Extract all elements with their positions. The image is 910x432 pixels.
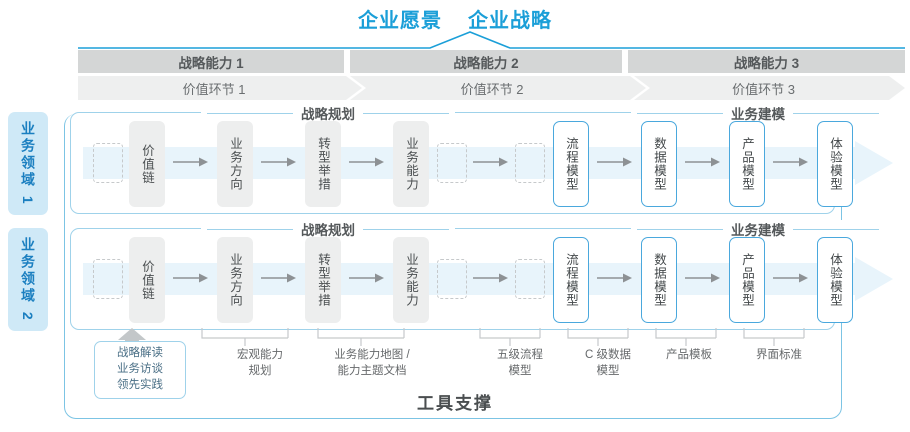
value-stage-1: 价值环节 1 [78,76,362,100]
arrow-icon [685,157,720,167]
placeholder-box-mid-a-2 [437,259,467,299]
annotation-interface-standard: 界面标准 [756,349,802,361]
value-stage-2: 价值环节 2 [350,76,646,100]
rule-right-icon [793,228,879,230]
placeholder-box-mid-b-2 [515,259,545,299]
enterprise-vision-title: 企业愿景 [358,10,442,32]
enterprise-strategy-title: 企业战略 [468,10,552,32]
section-caption-modeling-2: 业务建模 [631,220,885,238]
value-stage-chevrons: 价值环节 1 价值环节 2 价值环节 3 [78,76,905,100]
node-product-model-1[interactable]: 产品模型 [729,121,765,207]
value-stage-2-label: 价值环节 2 [460,81,524,97]
placeholder-box-start-2 [93,259,123,299]
sidebar-item-business-domain-2: 业务领域 2 [8,228,48,331]
value-stage-1-label: 价值环节 1 [182,81,246,97]
node-transformation-measures-2[interactable]: 转型举措 [305,237,341,323]
arrow-icon [773,157,808,167]
annotation-five-level-process-model: 五级流程 模型 [497,349,543,377]
arrow-icon [261,273,296,283]
sidebar-item-business-domain-1: 业务领域 1 [8,112,48,215]
annotation-box-strategy-interpretation: 战略解读 业务访谈 领先实践 [94,341,186,399]
strategic-capability-bars: 战略能力 1 战略能力 2 战略能力 3 [78,50,905,73]
placeholder-box-start-1 [93,143,123,183]
domain-row-1: 战略规划 业务建模 价值链 业务方向 转型举措 业务能力 流程模型 数据模型 产… [70,104,893,214]
node-business-capability-1[interactable]: 业务能力 [393,121,429,207]
section-planning-label-2: 战略规划 [301,223,355,238]
rule-right-icon [363,228,449,230]
section-planning-label-1: 战略规划 [301,107,355,122]
node-transformation-measures-1[interactable]: 转型举措 [305,121,341,207]
section-caption-planning-2: 战略规划 [201,220,455,238]
node-value-chain-2[interactable]: 价值链 [129,237,165,323]
arrow-icon [349,273,384,283]
header-titles: 企业愿景 企业战略 [0,4,910,33]
section-modeling-label-2: 业务建模 [731,223,785,238]
rule-right-icon [363,112,449,114]
arrow-icon [173,273,208,283]
placeholder-box-mid-a-1 [437,143,467,183]
capability-bar-3: 战略能力 3 [628,50,905,73]
section-modeling-label-1: 业务建模 [731,107,785,122]
arrow-icon [473,157,508,167]
arrow-icon [597,157,632,167]
vision-connector-line [78,31,905,49]
placeholder-box-mid-b-1 [515,143,545,183]
node-business-direction-1[interactable]: 业务方向 [217,121,253,207]
section-caption-modeling-1: 业务建模 [631,104,885,122]
domain-row-2: 战略规划 业务建模 价值链 业务方向 转型举措 业务能力 流程模型 数据模型 产… [70,220,893,330]
node-product-model-2[interactable]: 产品模型 [729,237,765,323]
arrow-icon [597,273,632,283]
rule-right-icon [793,112,879,114]
node-business-direction-2[interactable]: 业务方向 [217,237,253,323]
arrow-icon [685,273,720,283]
node-business-capability-2[interactable]: 业务能力 [393,237,429,323]
annotation-macro-capability-planning: 宏观能力 规划 [237,349,283,377]
annotation-capability-map: 业务能力地图 / 能力主题文档 [334,349,410,377]
arrow-icon [173,157,208,167]
arrow-icon [261,157,296,167]
tool-support-title: 工具支撑 [417,394,493,413]
section-caption-planning-1: 战略规划 [201,104,455,122]
node-experience-model-1[interactable]: 体验模型 [817,121,853,207]
annotation-c-level-data-model: C 级数据 模型 [585,349,631,377]
node-value-chain-1[interactable]: 价值链 [129,121,165,207]
arrow-icon [473,273,508,283]
node-process-model-1[interactable]: 流程模型 [553,121,589,207]
rule-left-icon [207,228,293,230]
capability-bar-1: 战略能力 1 [78,50,344,73]
capability-bar-2: 战略能力 2 [350,50,622,73]
arrow-icon [773,273,808,283]
annotation-product-template: 产品模板 [666,349,712,361]
node-process-model-2[interactable]: 流程模型 [553,237,589,323]
rule-left-icon [207,112,293,114]
node-data-model-1[interactable]: 数据模型 [641,121,677,207]
rule-left-icon [637,228,723,230]
value-stage-3-label: 价值环节 3 [732,81,795,97]
value-stage-3: 价值环节 3 [634,76,905,100]
arrow-icon [349,157,384,167]
node-experience-model-2[interactable]: 体验模型 [817,237,853,323]
node-data-model-2[interactable]: 数据模型 [641,237,677,323]
rule-left-icon [637,112,723,114]
